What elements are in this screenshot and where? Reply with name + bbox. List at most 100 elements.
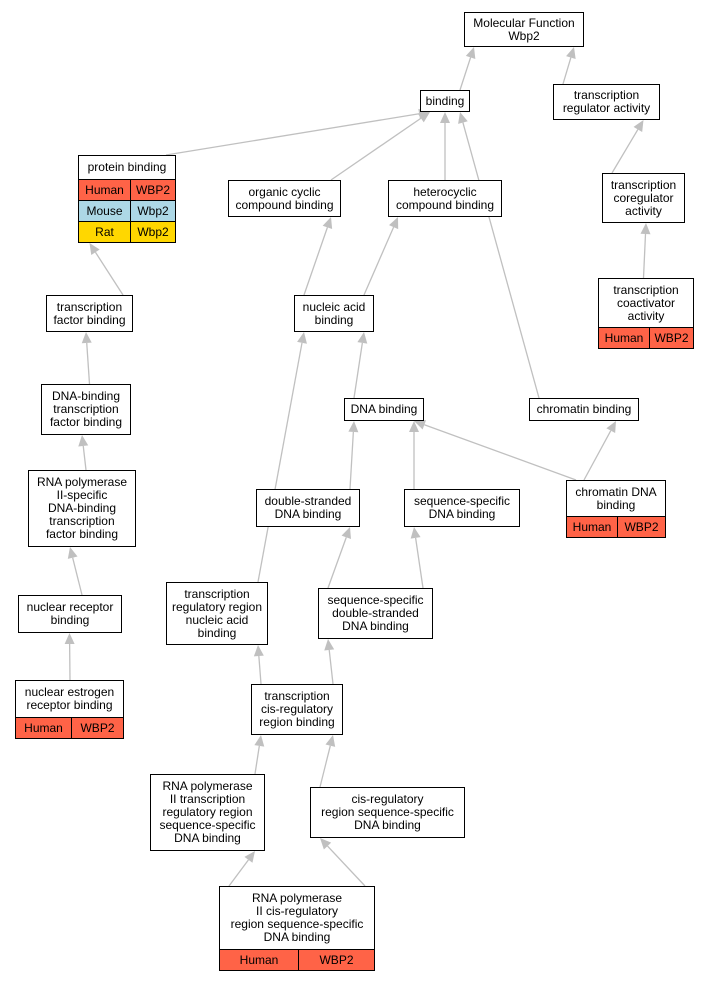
edge-line — [257, 342, 303, 583]
term-node[interactable]: Molecular Function Wbp2 — [464, 12, 584, 47]
term-node[interactable]: DNA-binding transcription factor binding — [41, 384, 131, 435]
annotation-row: Human WBP2 — [220, 949, 374, 970]
term-label: nucleic acid binding — [302, 299, 366, 327]
term-node[interactable]: organic cyclic compound binding — [228, 180, 341, 217]
edge-line — [303, 227, 329, 296]
edge-arrowhead — [606, 421, 616, 434]
term-node[interactable]: transcription factor binding — [46, 295, 133, 332]
edge-arrowhead — [244, 851, 255, 863]
edge-line — [462, 122, 540, 399]
edge-arrowhead — [341, 527, 351, 540]
term-label: transcription regulator activity — [562, 88, 651, 115]
edge-arrowhead — [253, 645, 264, 657]
edge-line — [165, 113, 420, 156]
edge-line — [414, 537, 424, 589]
edge-arrowhead — [325, 735, 336, 747]
term-node[interactable]: binding — [420, 90, 470, 112]
edge-line — [583, 430, 612, 481]
term-label: heterocyclic compound binding — [395, 184, 495, 212]
term-label: RNA polymerase II-specific DNA-binding t… — [36, 475, 128, 541]
term-node[interactable]: chromatin DNA binding Human WBP2 — [566, 480, 666, 538]
term-label: binding — [425, 93, 465, 108]
edge-line — [94, 251, 124, 296]
term-node[interactable]: transcription coactivator activity Human… — [598, 278, 694, 349]
edge-line — [363, 226, 395, 296]
term-node[interactable]: transcription coregulator activity — [602, 173, 685, 223]
term-node[interactable]: nuclear receptor binding — [18, 595, 122, 633]
term-node[interactable]: sequence-specific DNA binding — [404, 489, 520, 527]
term-label: sequence-specific double-stranded DNA bi… — [327, 593, 424, 633]
edge-arrowhead — [566, 47, 576, 59]
species-cell: Human — [79, 180, 130, 200]
edge-line — [319, 745, 331, 788]
term-node[interactable]: DNA binding — [344, 398, 424, 421]
edge-line — [642, 233, 647, 279]
edge-line — [562, 57, 572, 85]
term-label: organic cyclic compound binding — [235, 184, 334, 212]
term-label: sequence-specific DNA binding — [413, 494, 511, 521]
gene-cell: WBP2 — [298, 950, 374, 970]
gene-cell: WBP2 — [617, 517, 665, 537]
term-label: Molecular Function Wbp2 — [473, 15, 575, 43]
annotation-row: Human WBP2 — [16, 717, 123, 738]
term-label: DNA-binding transcription factor binding — [49, 389, 123, 429]
term-label: RNA polymerase II cis-regulatory region … — [230, 891, 364, 944]
term-node[interactable]: chromatin binding — [529, 398, 639, 421]
edge-arrowhead — [418, 112, 430, 123]
term-node[interactable]: heterocyclic compound binding — [388, 180, 502, 217]
species-cell: Rat — [79, 222, 130, 242]
edge-line — [82, 445, 87, 471]
term-node[interactable]: nucleic acid binding — [294, 295, 374, 332]
edge-arrowhead — [409, 421, 419, 432]
term-label: protein binding — [87, 160, 167, 174]
edge-arrowhead — [78, 435, 89, 447]
term-label: transcription regulatory region nucleic … — [171, 586, 263, 640]
edge-arrowhead — [89, 243, 100, 255]
annotation-row: Mouse Wbp2 — [79, 200, 175, 221]
term-node[interactable]: RNA polymerase II transcription regulato… — [150, 774, 265, 851]
term-label: DNA binding — [350, 402, 418, 416]
annotation-row: Rat Wbp2 — [79, 221, 175, 242]
edge-arrowhead — [324, 639, 335, 651]
term-label: cis-regulatory region sequence-specific … — [321, 792, 454, 832]
term-label: transcription cis-regulatory region bind… — [259, 689, 335, 729]
term-node[interactable]: RNA polymerase II cis-regulatory region … — [219, 886, 375, 971]
edge-line — [86, 342, 91, 385]
term-node[interactable]: cis-regulatory region sequence-specific … — [310, 787, 465, 838]
edge-arrowhead — [414, 420, 427, 430]
edge-line — [328, 649, 334, 685]
edge-line — [349, 431, 355, 490]
edge-arrowhead — [320, 838, 332, 850]
term-node[interactable]: double-stranded DNA binding — [256, 489, 360, 527]
edge-arrowhead — [254, 735, 265, 747]
term-node[interactable]: transcription regulatory region nucleic … — [166, 582, 268, 645]
term-node[interactable]: nuclear estrogen receptor binding Human … — [15, 680, 124, 739]
term-label: chromatin DNA binding — [575, 484, 657, 512]
gene-cell: Wbp2 — [130, 222, 175, 242]
edge-arrowhead — [458, 112, 468, 124]
term-label: transcription coregulator activity — [610, 177, 677, 218]
edge-arrowhead — [640, 223, 651, 235]
term-label: nuclear receptor binding — [26, 600, 114, 627]
edge-arrowhead — [348, 421, 359, 433]
edge-arrowhead — [465, 47, 476, 60]
term-node[interactable]: RNA polymerase II-specific DNA-binding t… — [28, 470, 136, 547]
edge-line — [327, 845, 366, 887]
edge-line — [330, 117, 422, 181]
species-cell: Mouse — [79, 201, 130, 221]
edge-arrowhead — [81, 332, 92, 344]
species-cell: Human — [220, 950, 298, 970]
edge-arrowhead — [633, 120, 644, 133]
term-label: transcription factor binding — [53, 299, 126, 327]
term-node[interactable]: protein binding Human WBP2 Mouse Wbp2 Ra… — [78, 155, 176, 243]
edge-arrowhead — [67, 547, 78, 559]
annotation-row: Human WBP2 — [79, 179, 175, 200]
term-node[interactable]: transcription regulator activity — [553, 84, 660, 120]
edge-line — [258, 655, 262, 685]
term-node[interactable]: transcription cis-regulatory region bind… — [251, 684, 343, 735]
term-label: RNA polymerase II transcription regulato… — [159, 779, 256, 845]
term-node[interactable]: sequence-specific double-stranded DNA bi… — [318, 588, 433, 639]
term-label: nuclear estrogen receptor binding — [24, 685, 115, 712]
